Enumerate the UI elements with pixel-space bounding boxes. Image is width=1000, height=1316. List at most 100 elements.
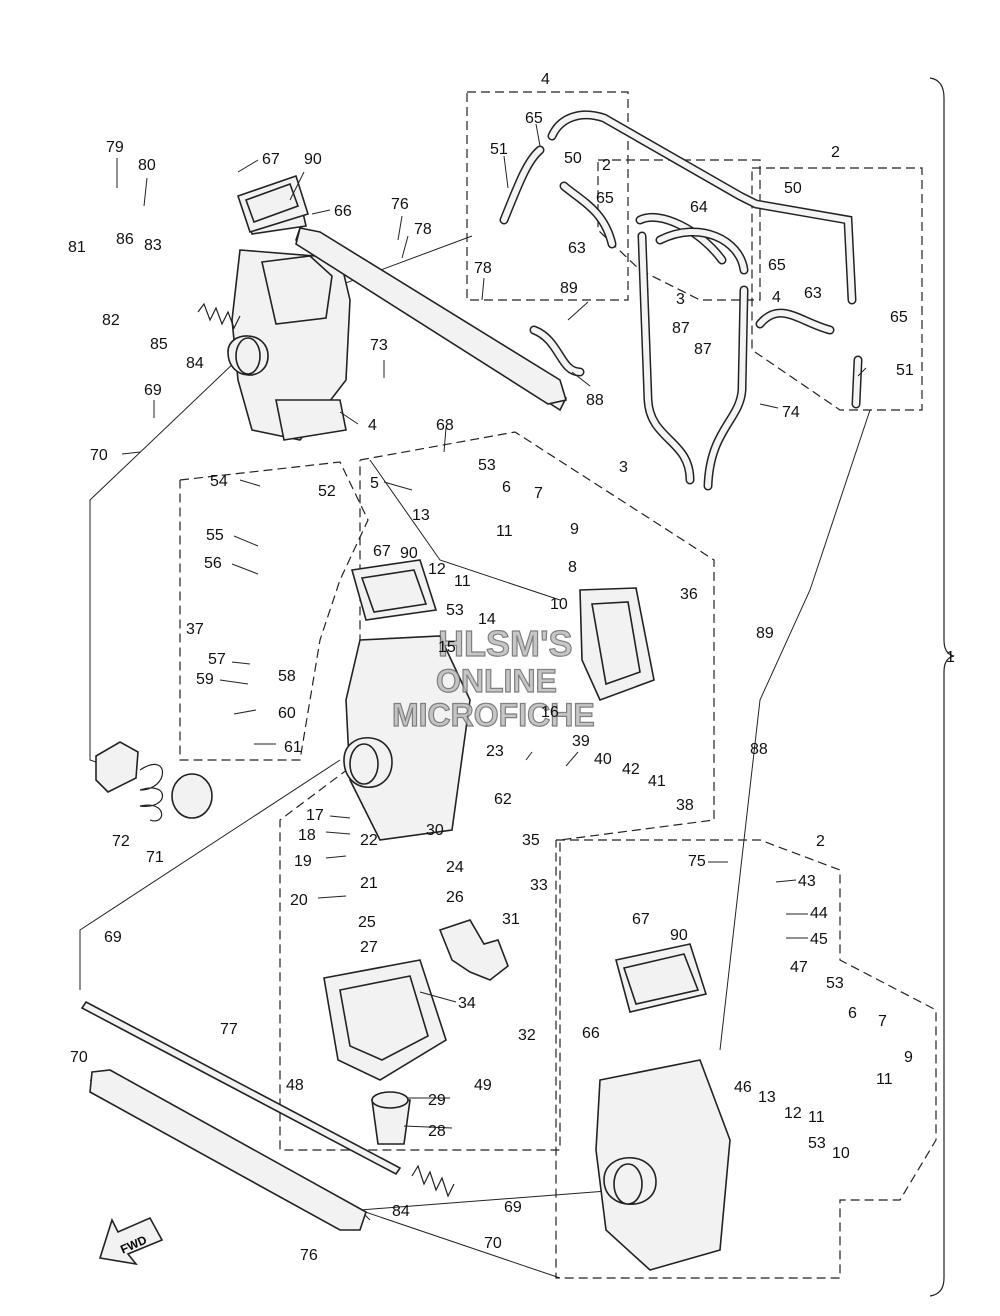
callout-label: 39 xyxy=(572,733,590,750)
link-plate-lower xyxy=(89,1069,367,1231)
callout-label: 7 xyxy=(534,485,543,502)
callout-label: 67 xyxy=(632,911,650,928)
callout-label: 51 xyxy=(490,141,508,158)
callout-label: 72 xyxy=(112,833,130,850)
callout-label: 30 xyxy=(426,822,444,839)
callout-label: 86 xyxy=(116,231,134,248)
carburetor-upper-left xyxy=(227,199,568,441)
callout-label: 6 xyxy=(502,479,511,496)
callout-label: 4 xyxy=(541,71,550,88)
float-31 xyxy=(438,919,509,981)
throttle-shaft-77 xyxy=(80,1000,402,1176)
callout-label: 90 xyxy=(400,545,418,562)
callout-label: 37 xyxy=(186,621,204,638)
callout-label: 38 xyxy=(676,797,694,814)
coil-spring-84-upper xyxy=(197,302,241,330)
callout-label: 89 xyxy=(560,280,578,297)
callout-label: 6 xyxy=(848,1005,857,1022)
callout-label: 25 xyxy=(358,914,376,931)
watermark: HLSM'S ONLINE MICROFICHE xyxy=(391,622,595,733)
callout-label: 56 xyxy=(204,555,222,572)
callout-label: 5 xyxy=(370,475,379,492)
callout-label: 62 xyxy=(494,791,512,808)
callout-label: 82 xyxy=(102,312,120,329)
callout-label: 11 xyxy=(454,573,471,590)
callout-label: 57 xyxy=(208,651,226,668)
callout-label: 89 xyxy=(756,625,774,642)
callout-label: 65 xyxy=(596,190,614,207)
callout-label: 69 xyxy=(144,382,162,399)
callout-label: 53 xyxy=(446,602,464,619)
callout-label: 66 xyxy=(334,203,352,220)
callout-label: 70 xyxy=(90,447,108,464)
float-bowl xyxy=(323,959,447,1145)
callout-label: 65 xyxy=(525,110,543,127)
callout-label: 73 xyxy=(370,337,388,354)
callout-label: 76 xyxy=(391,196,409,213)
assembly-line-4 xyxy=(79,759,341,990)
callout-label: 1 xyxy=(946,649,955,666)
callout-label: 3 xyxy=(676,291,685,308)
carburetor-lower xyxy=(595,943,731,1271)
callout-leaders xyxy=(116,123,867,1129)
callout-label: 54 xyxy=(210,473,228,490)
callout-label: 3 xyxy=(619,459,628,476)
callout-label: 2 xyxy=(831,144,840,161)
callout-label: 32 xyxy=(518,1027,536,1044)
callout-label: 19 xyxy=(294,853,312,870)
callout-label: 69 xyxy=(504,1199,522,1216)
callout-label: 69 xyxy=(104,929,122,946)
throttle-cam-72 xyxy=(95,741,139,793)
callout-label: 8 xyxy=(568,559,577,576)
callout-label: 87 xyxy=(672,320,690,337)
callout-label: 83 xyxy=(144,237,162,254)
assembly-brace xyxy=(929,77,955,1297)
callout-label: 33 xyxy=(530,877,548,894)
callout-label: 10 xyxy=(550,596,568,613)
callout-label: 11 xyxy=(808,1109,825,1126)
callout-label: 78 xyxy=(474,260,492,277)
callout-label: 88 xyxy=(586,392,604,409)
callout-label: 22 xyxy=(360,832,378,849)
callout-label: 65 xyxy=(890,309,908,326)
group-box-2-upper xyxy=(751,167,923,411)
callout-label: 14 xyxy=(478,611,496,628)
callout-label: 47 xyxy=(790,959,808,976)
callout-label: 46 xyxy=(734,1079,752,1096)
callout-label: 29 xyxy=(428,1092,446,1109)
callout-label: 12 xyxy=(784,1105,802,1122)
callout-label: 7 xyxy=(878,1013,887,1030)
callout-label: 81 xyxy=(68,239,86,256)
callout-label: 61 xyxy=(284,739,302,756)
callout-label: 66 xyxy=(582,1025,600,1042)
callout-label: 55 xyxy=(206,527,224,544)
callout-label: 53 xyxy=(808,1135,826,1152)
callout-labels: 79 80 67 90 66 76 78 81 86 83 82 85 84 7… xyxy=(68,71,955,1264)
callout-label: 87 xyxy=(694,341,712,358)
callout-label: 71 xyxy=(146,849,164,866)
callout-label: 78 xyxy=(414,221,432,238)
callout-label: 28 xyxy=(428,1123,446,1140)
carburetor-middle xyxy=(343,559,655,841)
callout-label: 36 xyxy=(680,586,698,603)
callout-label: 11 xyxy=(496,523,513,540)
callout-label: 49 xyxy=(474,1077,492,1094)
callout-label: 20 xyxy=(290,892,308,909)
callout-label: 85 xyxy=(150,336,168,353)
callout-label: 70 xyxy=(70,1049,88,1066)
callout-label: 74 xyxy=(782,404,800,421)
group-box-2-lower xyxy=(555,839,937,1279)
callout-label: 2 xyxy=(816,833,825,850)
callout-label: 79 xyxy=(106,139,124,156)
callout-label: 65 xyxy=(768,257,786,274)
assembly-line-2 xyxy=(369,459,561,601)
callout-label: 67 xyxy=(373,543,391,560)
callout-label: 31 xyxy=(502,911,520,928)
group-box-3-main xyxy=(279,431,715,1151)
callout-label: 23 xyxy=(486,743,504,760)
callout-label: 90 xyxy=(304,151,322,168)
watermark-line-1: HLSM'S xyxy=(438,623,573,664)
callout-label: 51 xyxy=(896,362,914,379)
callout-label: 11 xyxy=(876,1071,893,1088)
callout-label: 13 xyxy=(412,507,430,524)
